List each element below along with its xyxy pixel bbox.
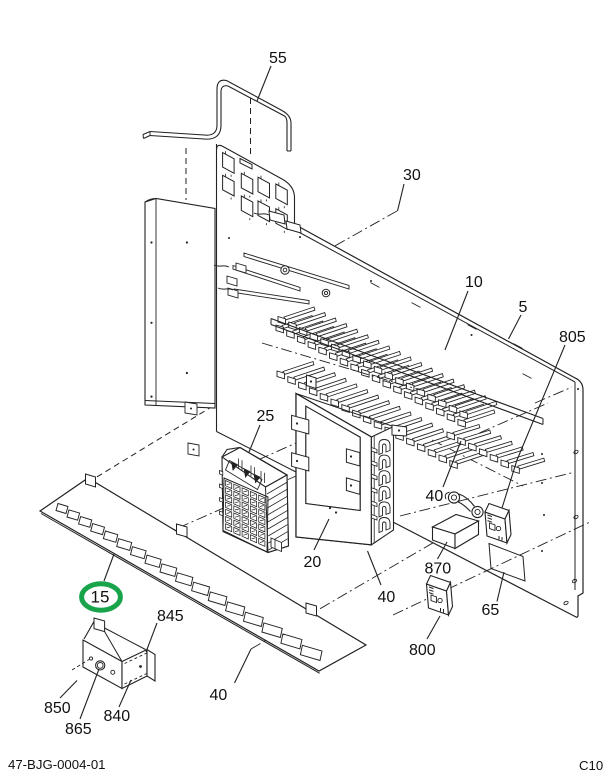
- svg-text:47-BJG-0004-01: 47-BJG-0004-01: [8, 757, 106, 772]
- svg-text:40: 40: [210, 687, 228, 704]
- svg-text:800: 800: [409, 642, 436, 659]
- svg-text:870: 870: [425, 561, 452, 578]
- svg-text:840: 840: [104, 708, 131, 725]
- svg-text:30: 30: [403, 167, 421, 184]
- svg-text:65: 65: [482, 602, 500, 619]
- svg-text:15: 15: [91, 588, 110, 607]
- svg-text:845: 845: [157, 608, 184, 625]
- svg-text:10: 10: [465, 274, 483, 291]
- svg-text:20: 20: [304, 554, 322, 571]
- svg-text:40: 40: [378, 589, 396, 606]
- svg-text:C10: C10: [579, 758, 603, 773]
- svg-text:40: 40: [426, 488, 444, 505]
- svg-text:55: 55: [269, 50, 287, 67]
- svg-text:850: 850: [44, 700, 71, 717]
- svg-text:805: 805: [559, 329, 586, 346]
- svg-text:5: 5: [519, 299, 528, 316]
- svg-text:25: 25: [257, 408, 275, 425]
- svg-text:865: 865: [65, 721, 92, 738]
